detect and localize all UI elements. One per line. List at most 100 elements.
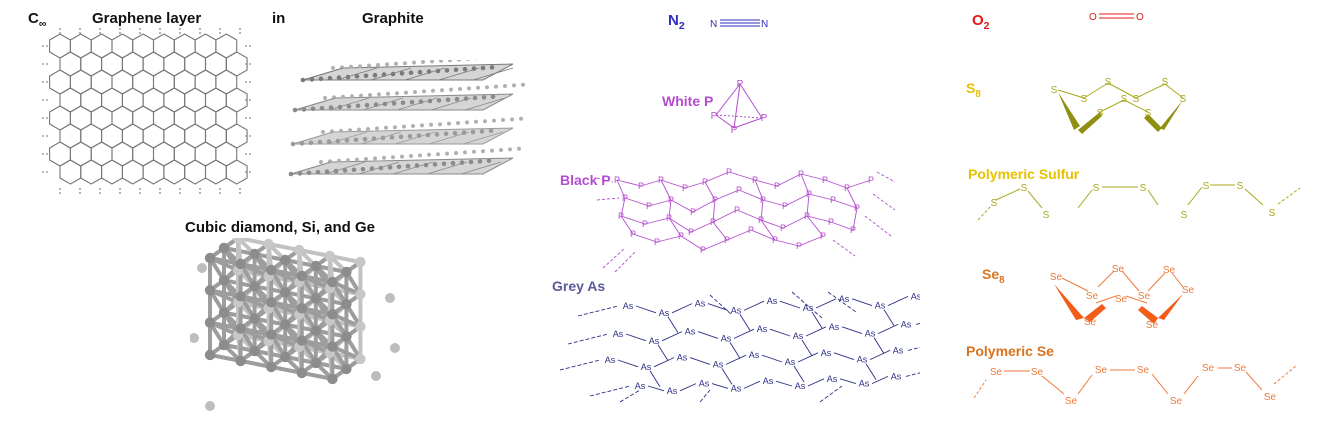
p-atom: P bbox=[804, 211, 810, 221]
se-atom: Se bbox=[1086, 291, 1099, 302]
as-atom: As bbox=[623, 301, 634, 311]
as-atom: As bbox=[641, 362, 652, 372]
as-atom: As bbox=[667, 386, 678, 396]
p-atom: P bbox=[760, 195, 766, 205]
c-symbol: C bbox=[28, 10, 39, 27]
o2-subscript: 2 bbox=[983, 20, 990, 32]
s-chain-icon: S S S S S S S S S bbox=[977, 181, 1301, 221]
p-atom: P bbox=[806, 189, 812, 199]
n-atom: N bbox=[710, 19, 717, 30]
as-atom: As bbox=[795, 381, 806, 391]
polymeric-sulfur-label: Polymeric Sulfur bbox=[968, 166, 1080, 182]
p-atom: P bbox=[844, 183, 850, 193]
p-atom: P bbox=[780, 223, 786, 233]
se-atom: Se bbox=[1182, 285, 1195, 296]
n2-molecule-icon: N N bbox=[710, 19, 768, 30]
grey-as-label: Grey As bbox=[552, 278, 606, 294]
p-atom: P bbox=[658, 175, 664, 185]
as-atom: As bbox=[793, 331, 804, 341]
n-atom: N bbox=[761, 19, 768, 30]
p-atom: P bbox=[748, 225, 754, 235]
s-atom: S bbox=[1237, 181, 1244, 192]
black-p-label: Black P bbox=[560, 172, 611, 188]
white-p-label: White P bbox=[662, 93, 714, 109]
s-symbol: S bbox=[966, 80, 976, 96]
as-atom: As bbox=[749, 350, 760, 360]
se-atom: Se bbox=[1065, 396, 1078, 407]
se-atom: Se bbox=[1138, 291, 1151, 302]
graphene-sheet-icon bbox=[42, 28, 253, 196]
p-atom: P bbox=[796, 241, 802, 251]
as-atom: As bbox=[605, 355, 616, 365]
p-atom: P bbox=[772, 235, 778, 245]
p-atom: P bbox=[702, 177, 708, 187]
p-atom: P bbox=[822, 175, 828, 185]
se-atom: Se bbox=[1170, 396, 1183, 407]
n-symbol: N bbox=[668, 12, 679, 29]
p-atom: P bbox=[782, 201, 788, 211]
se-atom: Se bbox=[1050, 272, 1063, 283]
o-atom: O bbox=[1089, 12, 1097, 23]
p-atom: P bbox=[646, 201, 652, 211]
p-atom: P bbox=[820, 231, 826, 241]
p-atom: P bbox=[734, 205, 740, 215]
se-atom: Se bbox=[1202, 363, 1215, 374]
p-atom: P bbox=[622, 193, 628, 203]
s-atom: S bbox=[1093, 183, 1100, 194]
as-atom: As bbox=[821, 348, 832, 358]
as-atom: As bbox=[659, 308, 670, 318]
se-atom: Se bbox=[1115, 294, 1128, 305]
se-atom: Se bbox=[1163, 265, 1176, 276]
graphene-layer-label: Graphene layer bbox=[92, 10, 202, 27]
p-atom: P bbox=[798, 169, 804, 179]
p-atom: P bbox=[850, 225, 856, 235]
as-atom: As bbox=[893, 345, 904, 355]
as-atom: As bbox=[901, 319, 912, 329]
p-atom: P bbox=[614, 175, 620, 185]
se8-ring-icon: Se Se Se Se Se Se Se Se Se bbox=[1050, 264, 1195, 331]
se-symbol: Se bbox=[982, 266, 1000, 282]
se-atom: Se bbox=[1031, 367, 1044, 378]
p-atom: P bbox=[712, 195, 718, 205]
as-atom: As bbox=[875, 301, 886, 311]
as-atom: As bbox=[731, 305, 742, 315]
p-atom: P bbox=[758, 215, 764, 225]
as-atom: As bbox=[721, 333, 732, 343]
p-atom: P bbox=[828, 217, 834, 227]
diamond-lattice-icon bbox=[190, 238, 400, 411]
as-atom: As bbox=[649, 336, 660, 346]
p-atom: P bbox=[638, 181, 644, 191]
n2-subscript: 2 bbox=[678, 20, 685, 32]
s-atom: S bbox=[1162, 77, 1169, 88]
p-atom: P bbox=[736, 185, 742, 195]
p-atom: P bbox=[774, 181, 780, 191]
s-atom: S bbox=[1097, 108, 1104, 119]
se-atom: Se bbox=[1137, 365, 1150, 376]
s-atom: S bbox=[1133, 94, 1140, 105]
se-atom: Se bbox=[1084, 317, 1097, 328]
p-atom: P bbox=[761, 113, 768, 124]
p-atom: P bbox=[737, 79, 744, 90]
p-atom: P bbox=[726, 167, 732, 177]
se8-subscript: 8 bbox=[999, 274, 1005, 286]
as-atom: As bbox=[613, 329, 624, 339]
as-atom: As bbox=[713, 359, 724, 369]
p-atom: P bbox=[678, 231, 684, 241]
p-atom: P bbox=[666, 213, 672, 223]
polymeric-se-label: Polymeric Se bbox=[966, 343, 1054, 359]
as-atom: As bbox=[827, 374, 838, 384]
se-atom: Se bbox=[1264, 392, 1277, 403]
as-atom: As bbox=[891, 371, 902, 381]
as-atom: As bbox=[857, 355, 868, 365]
as-atom: As bbox=[767, 296, 778, 306]
se-atom: Se bbox=[1146, 320, 1159, 331]
p-atom: P bbox=[690, 207, 696, 217]
s-atom: S bbox=[1121, 94, 1128, 105]
as-atom: As bbox=[757, 324, 768, 334]
as-atom: As bbox=[699, 379, 710, 389]
se-atom: Se bbox=[990, 367, 1003, 378]
s-atom: S bbox=[1140, 183, 1147, 194]
as-atom: As bbox=[785, 357, 796, 367]
o2-molecule-icon: O O bbox=[1089, 12, 1144, 23]
p-atom: P bbox=[752, 175, 758, 185]
